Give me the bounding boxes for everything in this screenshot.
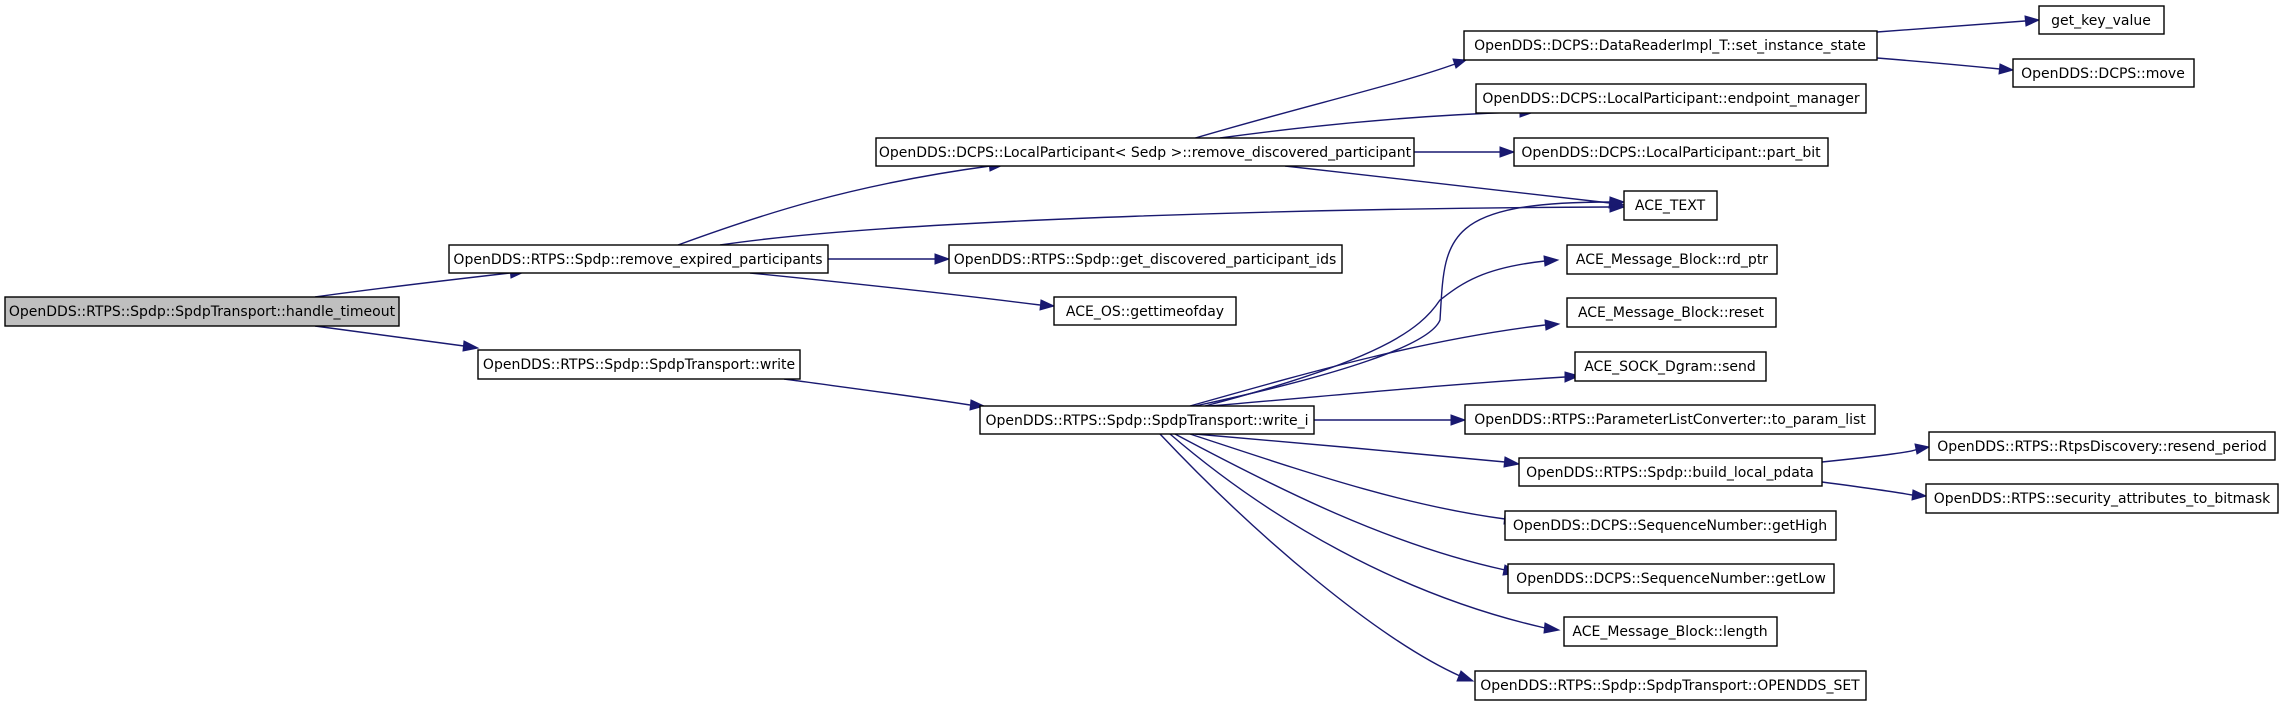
node-label: ACE_TEXT [1635,198,1706,214]
node-remove-discovered-participant[interactable]: OpenDDS::DCPS::LocalParticipant< Sedp >:… [875,137,1415,167]
node-set-instance-state[interactable]: OpenDDS::DCPS::DataReaderImpl_T::set_ins… [1463,30,1878,61]
node-label: OpenDDS::DCPS::LocalParticipant::endpoin… [1482,91,1859,107]
edge-build-local-pdata-to-security-bitmask [1821,481,1928,501]
node-rd-ptr[interactable]: ACE_Message_Block::rd_ptr [1566,244,1778,275]
node-label: OpenDDS::DCPS::LocalParticipant< Sedp >:… [879,145,1412,161]
node-label: ACE_Message_Block::reset [1578,305,1765,321]
node-part-bit[interactable]: OpenDDS::DCPS::LocalParticipant::part_bi… [1513,137,1829,167]
node-label: OpenDDS::DCPS::SequenceNumber::getLow [1516,571,1826,587]
node-get-key-value[interactable]: get_key_value [2038,5,2165,35]
edge-write-i-to-send [1209,371,1581,407]
node-label: OpenDDS::RTPS::Spdp::remove_expired_part… [453,252,822,268]
edge-set-instance-state-to-get-key-value [1876,15,2041,33]
node-label: get_key_value [2051,13,2151,29]
edge-write-to-write-i [783,378,986,411]
node-length[interactable]: ACE_Message_Block::length [1563,616,1778,647]
node-remove-expired-participants[interactable]: OpenDDS::RTPS::Spdp::remove_expired_part… [448,244,829,274]
edge-set-instance-state-to-move [1876,57,2015,75]
node-label: OpenDDS::RTPS::Spdp::SpdpTransport::OPEN… [1480,678,1860,694]
node-to-param-list[interactable]: OpenDDS::RTPS::ParameterListConverter::t… [1464,404,1876,435]
node-gettimeofday[interactable]: ACE_OS::gettimeofday [1053,296,1237,326]
node-send[interactable]: ACE_SOCK_Dgram::send [1574,351,1767,382]
node-write-i[interactable]: OpenDDS::RTPS::Spdp::SpdpTransport::writ… [979,405,1315,435]
node-resend-period[interactable]: OpenDDS::RTPS::RtpsDiscovery::resend_per… [1928,431,2276,461]
node-label: OpenDDS::DCPS::DataReaderImpl_T::set_ins… [1474,38,1866,54]
node-ace-text[interactable]: ACE_TEXT [1623,190,1718,221]
edge-write-i-to-opendds-set [1159,433,1475,682]
edge-write-i-to-reset [1189,319,1561,407]
node-endpoint-manager[interactable]: OpenDDS::DCPS::LocalParticipant::endpoin… [1475,83,1867,114]
node-label: ACE_SOCK_Dgram::send [1584,359,1756,375]
edge-remove-discovered-to-ace-text [1284,165,1626,209]
edge-remove-expired-to-gettimeofday [749,272,1056,311]
edge-write-i-to-build-local-pdata [1194,433,1521,468]
edge-remove-expired-to-ace-text [719,201,1626,246]
edge-build-local-pdata-to-resend-period [1821,443,1931,463]
edge-write-i-to-ace-text [1194,196,1626,407]
node-get-discovered-participant-ids[interactable]: OpenDDS::RTPS::Spdp::get_discovered_part… [948,244,1343,274]
node-gethigh[interactable]: OpenDDS::DCPS::SequenceNumber::getHigh [1504,510,1837,541]
node-build-local-pdata[interactable]: OpenDDS::RTPS::Spdp::build_local_pdata [1518,457,1823,487]
edge-remove-discovered-to-set-instance-state [1191,58,1468,140]
node-label: OpenDDS::DCPS::move [2021,66,2185,82]
edge-write-i-to-to-param-list [1314,414,1467,426]
node-reset[interactable]: ACE_Message_Block::reset [1566,297,1777,328]
node-label: OpenDDS::RTPS::Spdp::get_discovered_part… [954,252,1337,268]
node-label: OpenDDS::DCPS::SequenceNumber::getHigh [1513,518,1827,534]
node-label: OpenDDS::RTPS::Spdp::build_local_pdata [1526,465,1814,481]
node-label: OpenDDS::RTPS::security_attributes_to_bi… [1934,491,2271,507]
node-label: ACE_Message_Block::length [1572,624,1767,640]
node-move[interactable]: OpenDDS::DCPS::move [2012,58,2195,88]
node-label: OpenDDS::RTPS::Spdp::SpdpTransport::writ… [985,413,1308,429]
node-label: OpenDDS::RTPS::Spdp::SpdpTransport::hand… [9,304,396,320]
node-handle-timeout[interactable]: OpenDDS::RTPS::Spdp::SpdpTransport::hand… [4,296,400,327]
node-opendds-set[interactable]: OpenDDS::RTPS::Spdp::SpdpTransport::OPEN… [1474,670,1867,701]
node-write[interactable]: OpenDDS::RTPS::Spdp::SpdpTransport::writ… [477,349,801,380]
node-getlow[interactable]: OpenDDS::DCPS::SequenceNumber::getLow [1507,563,1835,594]
edge-write-i-to-length [1169,433,1561,634]
edge-handle-timeout-to-write [314,325,480,352]
node-label: ACE_Message_Block::rd_ptr [1576,252,1768,268]
edge-remove-expired-to-get-discovered-ids [828,253,951,265]
node-label: OpenDDS::RTPS::RtpsDiscovery::resend_per… [1937,439,2267,455]
edge-remove-discovered-to-part-bit [1414,146,1516,158]
node-label: OpenDDS::RTPS::ParameterListConverter::t… [1474,412,1866,428]
node-label: OpenDDS::RTPS::Spdp::SpdpTransport::writ… [483,357,795,373]
node-security-attributes-to-bitmask[interactable]: OpenDDS::RTPS::security_attributes_to_bi… [1925,483,2279,514]
node-label: OpenDDS::DCPS::LocalParticipant::part_bi… [1521,145,1821,161]
edge-write-i-to-rd-ptr [1204,255,1560,407]
node-label: ACE_OS::gettimeofday [1066,304,1224,320]
